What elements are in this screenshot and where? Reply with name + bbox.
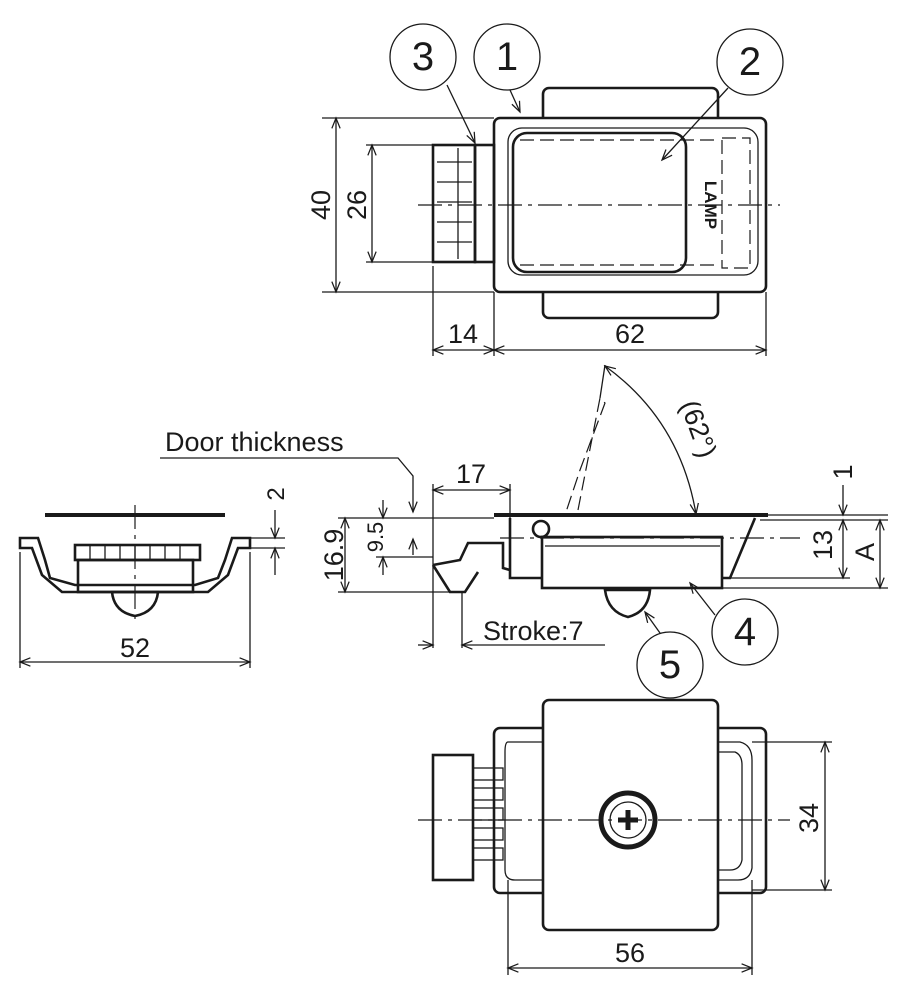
dim-62: 62: [615, 319, 645, 349]
dim-40: 40: [306, 190, 336, 220]
bottom-ribs: [472, 767, 504, 861]
dim-17: 17: [456, 459, 486, 489]
dim-9-5: 9.5: [363, 522, 388, 553]
dim-1: 1: [828, 464, 858, 479]
stroke-label: Stroke:7: [483, 616, 584, 646]
knob-ribs: [437, 148, 472, 259]
dim-56: 56: [615, 938, 645, 968]
dim-13: 13: [808, 530, 838, 560]
balloon-4: 4: [734, 610, 756, 654]
dim-34: 34: [794, 803, 824, 833]
dim-14: 14: [448, 319, 478, 349]
balloon-3: 3: [412, 35, 434, 79]
door-thickness-label: Door thickness: [165, 427, 344, 457]
dim-26: 26: [342, 190, 372, 220]
end-view: [18, 505, 252, 625]
balloon-2: 2: [739, 40, 761, 84]
balloon-5: 5: [659, 643, 681, 687]
top-view: LAMP: [418, 86, 780, 320]
side-view: [431, 364, 800, 619]
dim-52: 52: [120, 633, 150, 663]
dim-2: 2: [263, 487, 290, 500]
dim-a: A: [850, 543, 880, 561]
dim-angle: (62°): [674, 396, 722, 462]
dim-16-9: 16.9: [319, 529, 349, 582]
balloon-1: 1: [496, 35, 518, 79]
bottom-view: [418, 698, 790, 932]
